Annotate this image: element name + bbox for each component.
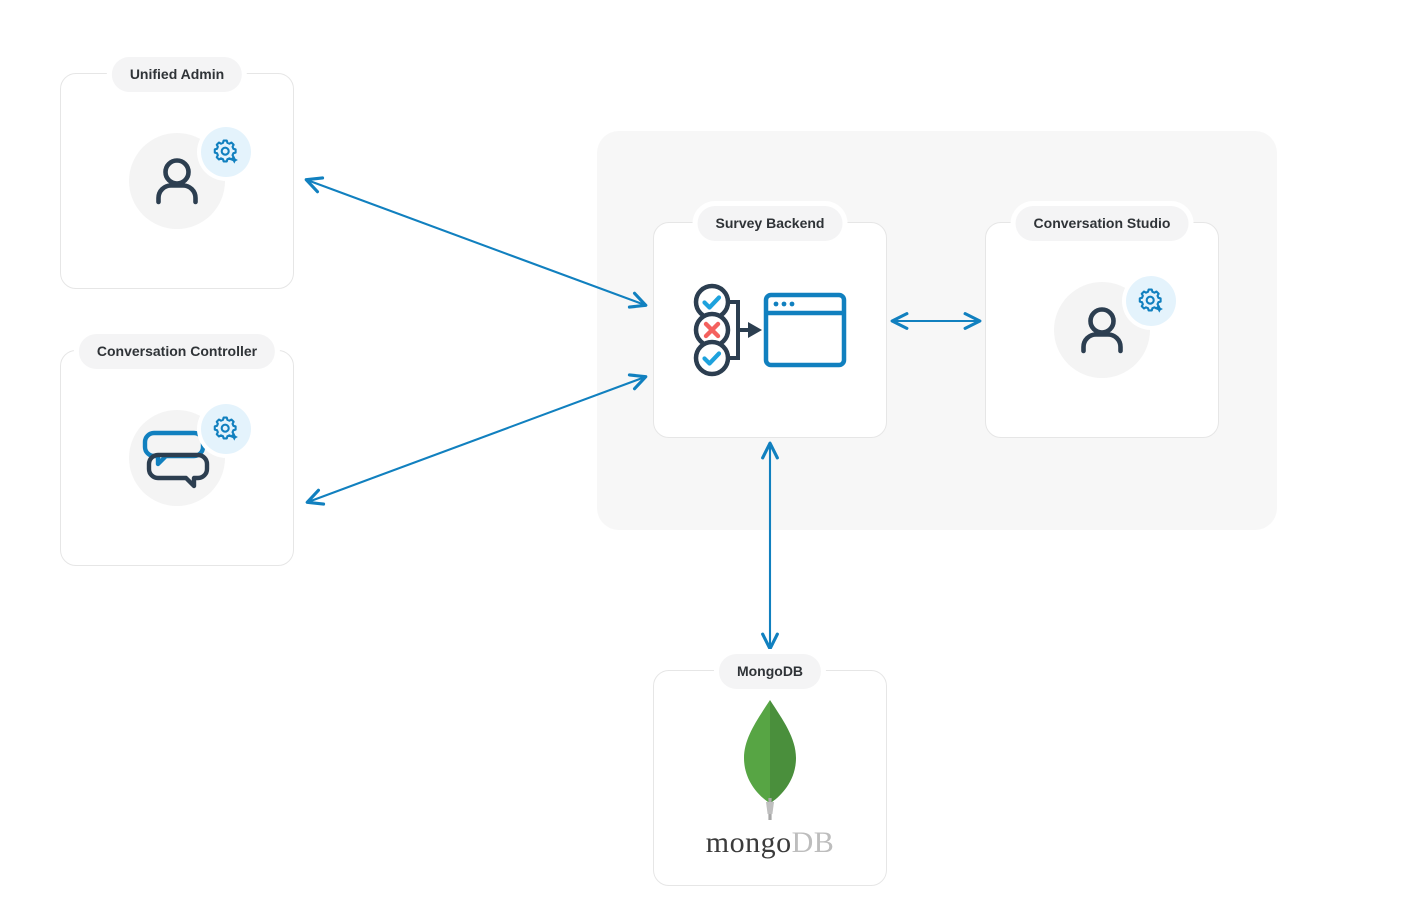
- node-label-conversation-controller: Conversation Controller: [78, 334, 276, 369]
- gear-badge: [201, 127, 251, 177]
- connector-unified-admin-survey-backend: [304, 176, 648, 309]
- avatar-disc: [129, 127, 251, 229]
- gear-badge: [1126, 276, 1176, 326]
- gear-sparkle-icon: [1138, 288, 1163, 313]
- node-survey-backend[interactable]: Survey Backend: [653, 206, 887, 438]
- mongodb-wordmark-light: DB: [791, 826, 835, 859]
- node-body-survey-backend: [654, 223, 886, 437]
- avatar-disc: [1054, 276, 1176, 378]
- node-body-mongodb: mongoDB: [654, 671, 886, 885]
- node-body-unified-admin: [61, 74, 293, 288]
- node-label-survey-backend: Survey Backend: [697, 206, 843, 241]
- node-label-conversation-studio: Conversation Studio: [1015, 206, 1189, 241]
- gear-sparkle-icon: [213, 416, 238, 441]
- gear-badge: [201, 404, 251, 454]
- node-mongodb[interactable]: MongoDB mongoDB: [653, 654, 887, 886]
- node-body-conversation-studio: [986, 223, 1218, 437]
- connector-conversation-controller-survey-backend: [305, 373, 648, 506]
- chat-disc: [129, 404, 251, 506]
- mongodb-leaf-icon: [744, 700, 796, 820]
- mongodb-wordmark: mongoDB: [706, 828, 835, 858]
- node-conversation-controller[interactable]: Conversation Controller: [60, 334, 294, 566]
- user-icon: [156, 158, 198, 205]
- gear-sparkle-icon: [213, 139, 238, 164]
- mongodb-logo: mongoDB: [706, 698, 835, 858]
- node-unified-admin[interactable]: Unified Admin: [60, 57, 294, 289]
- mongodb-wordmark-dark: mongo: [705, 826, 792, 859]
- node-label-unified-admin: Unified Admin: [111, 57, 243, 92]
- node-conversation-studio[interactable]: Conversation Studio: [985, 206, 1219, 438]
- user-icon: [1081, 307, 1123, 354]
- node-label-mongodb: MongoDB: [718, 654, 822, 689]
- checklist-window-icon: [693, 283, 847, 377]
- node-body-conversation-controller: [61, 351, 293, 565]
